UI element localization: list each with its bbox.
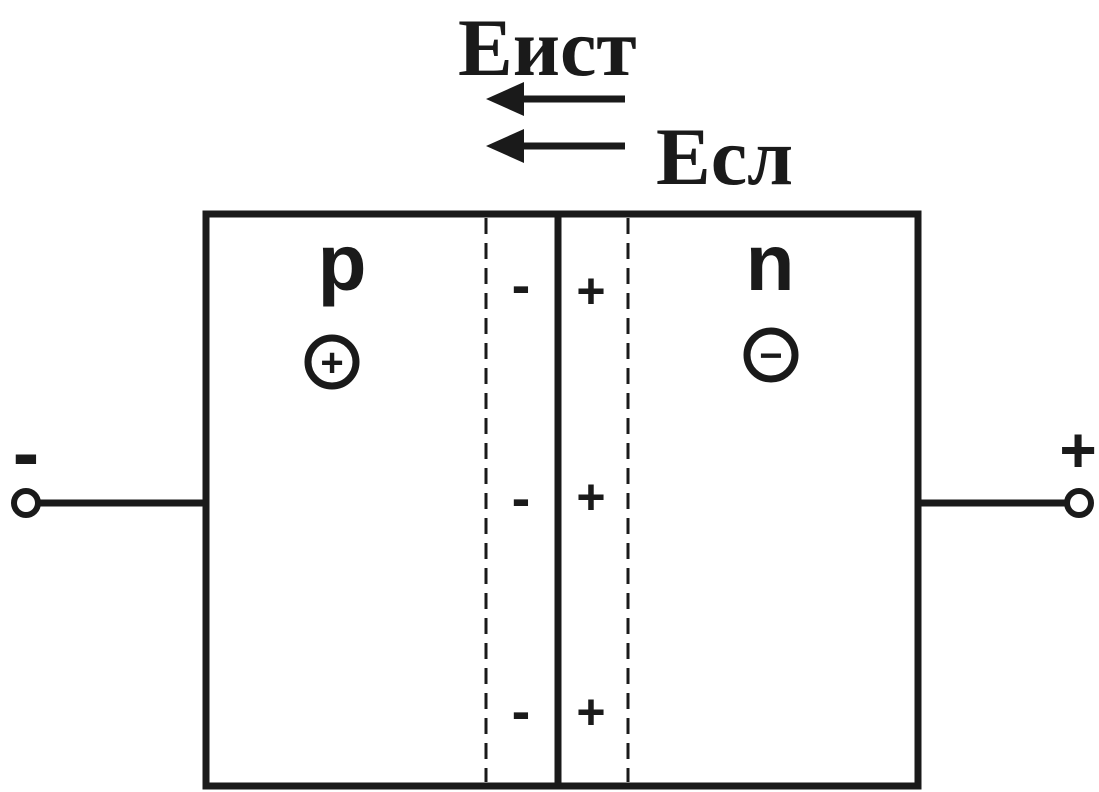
p-region-label: p [318, 218, 367, 307]
right-terminal-polarity: + [1059, 414, 1096, 486]
hole-carrier-icon: + [304, 334, 360, 390]
left-terminal [11, 488, 206, 518]
junction-field-arrow [486, 129, 625, 163]
svg-text:+: + [320, 341, 343, 385]
svg-text:−: − [759, 334, 782, 378]
semiconductor-body [202, 210, 922, 790]
source-field-arrow [486, 82, 625, 116]
p-side-charge: - [512, 253, 531, 316]
p-side-charge: - [512, 679, 531, 742]
n-region-label: n [746, 218, 795, 307]
n-side-charge: + [576, 263, 605, 319]
left-terminal-polarity: - [13, 408, 40, 497]
right-terminal [918, 488, 1094, 518]
junction-field-label: Eсл [656, 111, 793, 202]
p-side-charge: - [512, 466, 531, 529]
n-side-charge: + [576, 469, 605, 525]
source-field-label: Eист [458, 2, 637, 93]
electron-carrier-icon: − [743, 327, 799, 383]
n-side-charge: + [576, 684, 605, 740]
